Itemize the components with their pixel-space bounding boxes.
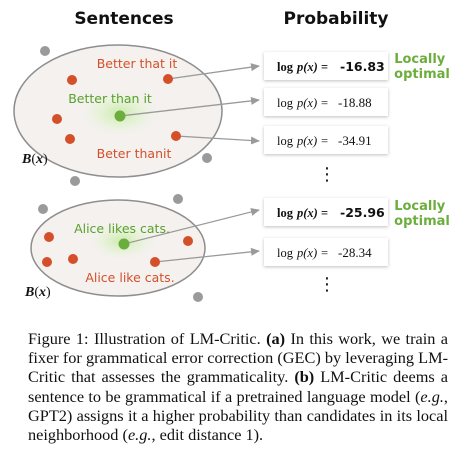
svg-text:-28.34: -28.34 [338, 245, 372, 260]
caption-eg: e.g. [127, 425, 152, 445]
arrow [123, 208, 260, 245]
arrow [175, 135, 260, 145]
sentences-header: Sentences [74, 9, 173, 29]
candidate-dot [67, 75, 77, 85]
caption-b-text: , GPT2) assigns it a higher probability … [28, 386, 448, 445]
arrow [167, 63, 260, 80]
caption-b-label: (b) [294, 367, 315, 387]
locally-optimal-label: Locally optimal [394, 52, 450, 82]
candidate-dot [65, 134, 75, 144]
locally-optimal-label: Locally optimal [394, 199, 450, 229]
caption-b-text: LM-Critic deems a sentence to be grammat… [28, 367, 448, 406]
probability-header: Probability [283, 9, 388, 29]
outside-dot [70, 176, 80, 186]
svg-text:-34.91: -34.91 [338, 133, 372, 148]
svg-text:-25.96: -25.96 [340, 205, 385, 220]
candidate-dot [44, 232, 54, 242]
candidate-dot [171, 131, 181, 141]
sentence-label-center: Alice likes cats. [74, 221, 170, 236]
caption-a-label: (a) [266, 329, 286, 348]
arrow [119, 96, 260, 117]
caption-intro: Illustration of LM-Critic. [88, 329, 267, 348]
outside-dot [202, 153, 212, 163]
figure-caption: Figure 1: Illustration of LM-Critic. (a)… [28, 329, 448, 444]
sentence-label: Better that it [97, 56, 178, 71]
svg-text:-16.83: -16.83 [340, 59, 385, 74]
outside-dot [173, 194, 183, 204]
lm-critic-figure: Sentences Probability Better that it Bet… [13, 9, 450, 302]
figure-label: Figure 1: [28, 329, 89, 348]
outside-dot [40, 46, 50, 56]
candidate-dot [52, 114, 62, 124]
caption-eg: e.g. [420, 386, 444, 406]
outside-dot [193, 292, 203, 302]
neighborhood-label: B(x) [24, 285, 51, 300]
neighborhood-label: B(x) [21, 152, 48, 167]
sentence-label: Alice like cats. [85, 270, 174, 285]
panel-b: Alice likes cats. Alice like cats. B(x) … [24, 194, 450, 302]
candidate-dot [150, 257, 160, 267]
caption-a-text: In this work, we train a fixer for gramm… [28, 329, 448, 387]
panel-a: Better that it Better than it Beter than… [13, 44, 450, 186]
sentence-label-center: Better than it [68, 91, 152, 106]
center-dot [118, 238, 130, 250]
caption-b-text: , edit distance 1). [151, 425, 264, 445]
ellipsis: ⋮ [318, 274, 336, 295]
center-dot [114, 110, 126, 122]
outside-dot [38, 204, 48, 214]
svg-text:-18.88: -18.88 [338, 95, 372, 110]
candidate-dot [183, 236, 193, 246]
candidate-dot [163, 74, 173, 84]
candidate-dot [68, 254, 78, 264]
arrow [154, 247, 260, 263]
candidate-dot [42, 257, 52, 267]
sentence-label: Beter thanit [97, 146, 172, 161]
ellipsis: ⋮ [318, 164, 336, 185]
